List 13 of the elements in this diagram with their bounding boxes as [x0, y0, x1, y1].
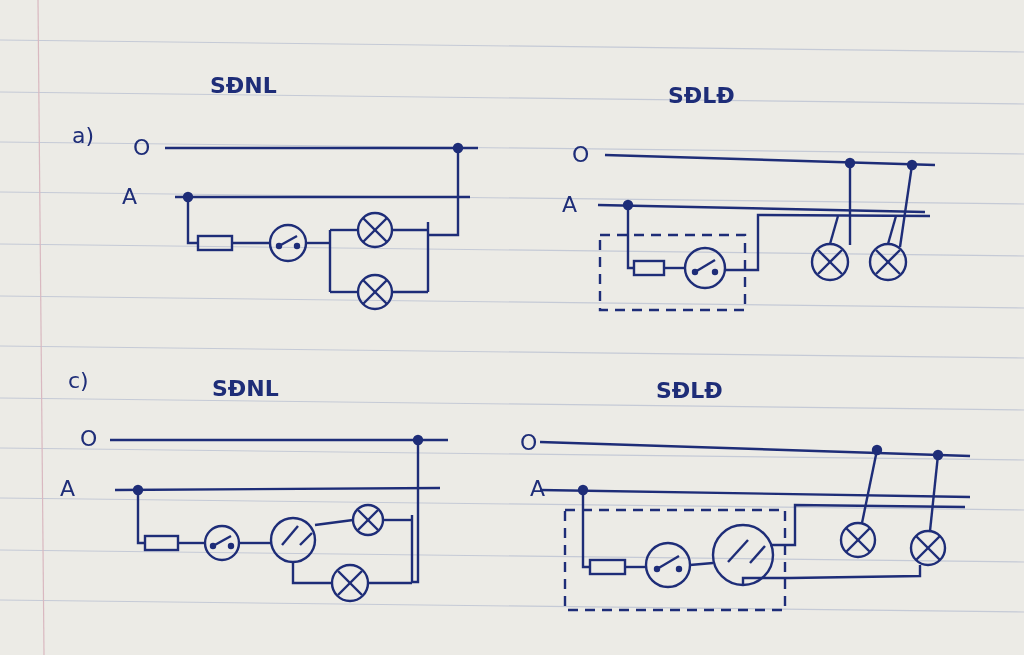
terminal-label: O: [80, 428, 98, 450]
panel-label: c): [68, 370, 89, 392]
terminal-label: A: [562, 194, 578, 216]
terminal-label: O: [133, 137, 151, 159]
heading: SĐLĐ: [668, 85, 735, 107]
heading: SĐNL: [210, 75, 277, 97]
terminal-label: O: [572, 144, 590, 166]
terminal-label: A: [122, 186, 138, 208]
heading: SĐNL: [212, 378, 279, 400]
heading: SĐLĐ: [656, 380, 723, 402]
terminal-label: O: [520, 432, 538, 454]
panel-label: a): [72, 125, 95, 147]
terminal-label: A: [60, 478, 76, 500]
